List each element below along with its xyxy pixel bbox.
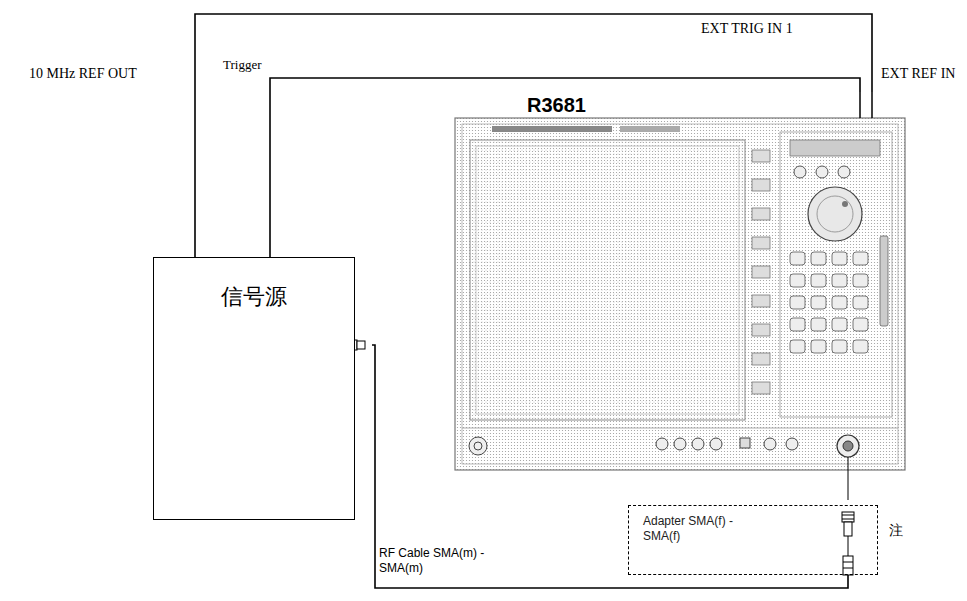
soft-keys (752, 150, 770, 162)
control-panel (780, 132, 892, 417)
key-grid (811, 274, 826, 287)
node-label: Adapter SMA(f) - SMA(f) (629, 506, 755, 544)
spectrum-analyzer: R3681 (455, 92, 905, 470)
key-grid (832, 252, 847, 265)
control-panel (842, 201, 848, 207)
soft-keys (752, 324, 770, 336)
analyzer-body (620, 126, 680, 132)
key-grid (811, 296, 826, 309)
soft-keys (752, 150, 770, 394)
control-panel (808, 187, 862, 241)
analyzer-body (455, 118, 905, 470)
front-connectors (692, 438, 704, 450)
key-grid (790, 252, 868, 353)
front-connectors (474, 442, 482, 450)
key-grid (811, 340, 826, 353)
rear-input-stubs (860, 92, 872, 118)
analyzer-body (455, 118, 905, 470)
key-grid (790, 296, 805, 309)
port-name: 10 MHz REF OUT (28, 66, 138, 82)
key-grid (853, 340, 868, 353)
front-connectors (656, 438, 668, 450)
front-connectors (462, 428, 898, 429)
source-rf-connector (357, 341, 365, 349)
control-panel (817, 196, 853, 232)
front-connectors (469, 437, 487, 455)
analyzer-body (462, 124, 898, 464)
key-grid (853, 296, 868, 309)
adapter-box: Adapter SMA(f) - SMA(f) (628, 505, 878, 575)
key-grid (790, 318, 805, 331)
key-grid (811, 252, 826, 265)
control-panel (794, 166, 806, 178)
front-connectors (764, 438, 776, 450)
port-name: EXT TRIG IN 1 (700, 21, 794, 37)
key-grid (790, 340, 805, 353)
soft-keys (752, 237, 770, 249)
edge-label: Trigger (222, 57, 263, 73)
control-panel (838, 166, 850, 178)
adapter-symbol (843, 562, 853, 563)
front-connectors (674, 438, 686, 450)
soft-keys (752, 295, 770, 307)
adapter-symbol (843, 568, 853, 569)
analyzer-screen (476, 146, 739, 414)
front-connectors (837, 435, 859, 457)
front-connectors (843, 441, 853, 451)
instrument-name: R3681 (455, 92, 586, 117)
adapter-symbol (848, 457, 849, 500)
key-grid (790, 274, 805, 287)
adapter-symbol (843, 556, 853, 575)
soft-keys (752, 208, 770, 220)
note-mark: 注 (888, 522, 904, 540)
control-panel (790, 140, 880, 156)
edge-label: RF Cable SMA(m) - SMA(m) (378, 546, 492, 576)
front-connectors (710, 438, 722, 450)
adapter-symbol (842, 515, 854, 516)
node-label: 信号源 (154, 258, 354, 312)
control-panel (780, 132, 892, 417)
adapter-symbol (844, 522, 852, 536)
analyzer-body (492, 126, 612, 132)
soft-keys (752, 353, 770, 365)
key-grid (832, 340, 847, 353)
soft-keys (752, 382, 770, 394)
key-grid (832, 318, 847, 331)
analyzer-screen (470, 140, 745, 420)
front-connectors (786, 438, 798, 450)
rf-cable (372, 345, 848, 588)
key-grid (790, 252, 805, 265)
adapter-symbol (842, 519, 854, 520)
adapter-symbol (842, 512, 854, 522)
front-connectors (740, 438, 750, 448)
rear-input-stubs (859, 92, 861, 118)
soft-keys (752, 179, 770, 191)
control-panel (816, 166, 828, 178)
key-grid (832, 274, 847, 287)
port-name: EXT REF IN (880, 66, 956, 82)
key-grid (853, 318, 868, 331)
signal-wire (270, 78, 860, 257)
key-grid (811, 318, 826, 331)
front-connectors (462, 428, 898, 457)
control-panel (880, 236, 888, 326)
adapter-symbol (848, 536, 849, 556)
signal-source-box: 信号源 (153, 257, 355, 520)
key-grid (853, 252, 868, 265)
rear-input-stubs (871, 92, 873, 118)
soft-keys (752, 266, 770, 278)
key-grid (832, 296, 847, 309)
adapter-symbol (842, 457, 854, 575)
key-grid (853, 274, 868, 287)
signal-wire (195, 14, 872, 257)
analyzer-screen (470, 140, 745, 420)
